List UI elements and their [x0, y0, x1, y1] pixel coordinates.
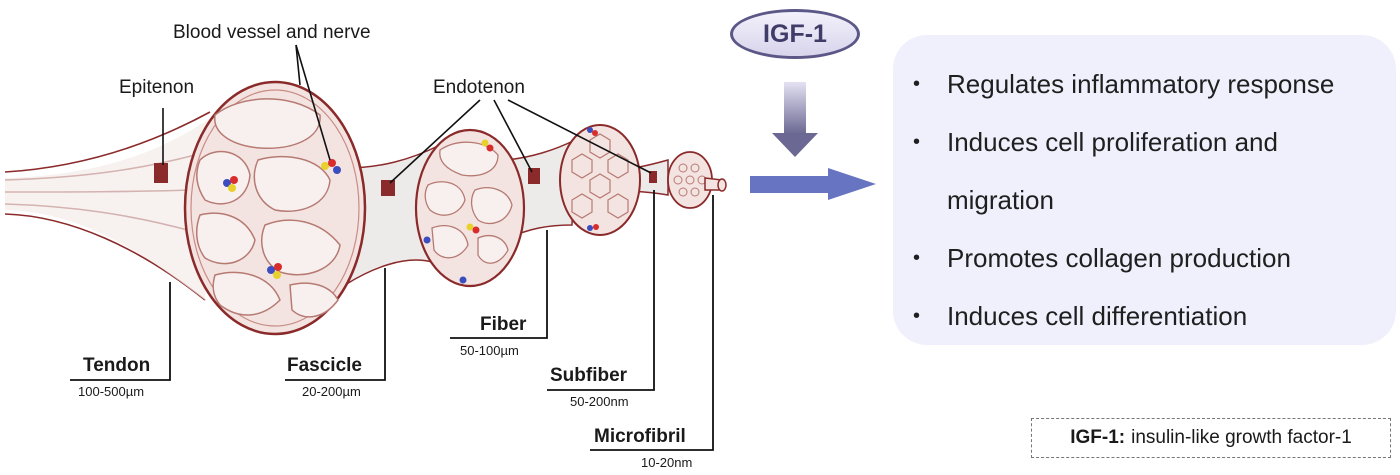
- abbreviation-term: IGF-1:: [1070, 427, 1126, 448]
- effect-text: Promotes collagen production: [947, 243, 1291, 273]
- effect-item: • Regulates inflammatory response: [913, 55, 1382, 113]
- effects-list: • Regulates inflammatory response • Induce…: [913, 55, 1382, 345]
- level-size-fascicle: 20-200µm: [302, 384, 361, 399]
- level-name-subfiber: Subfiber: [550, 365, 628, 386]
- abbreviation-definition: insulin-like growth factor-1: [1131, 427, 1352, 448]
- igf-1-badge: IGF-1: [730, 9, 860, 59]
- bullet-icon: •: [913, 247, 921, 269]
- level-name-microfibril: Microfibril: [594, 426, 686, 447]
- igf-down-arrow-head: [772, 133, 818, 157]
- cell-clusters: [223, 127, 599, 284]
- label-epitenon: Epitenon: [119, 77, 195, 98]
- effect-text: Induces cell differentiation: [947, 301, 1248, 331]
- bullet-icon: •: [913, 131, 921, 153]
- tendon-cross-section: [183, 80, 367, 336]
- bullet-icon: •: [913, 305, 921, 327]
- level-name-fiber: Fiber: [480, 314, 527, 335]
- right-arrow-shaft: [750, 176, 832, 193]
- tendon-sheath: [5, 118, 210, 300]
- level-size-microfibril: 10-20nm: [641, 455, 693, 470]
- effect-item: • Induces cell proliferation and migratio…: [913, 113, 1382, 229]
- effect-text: Regulates inflammatory response: [947, 69, 1335, 99]
- level-size-subfiber: 50-200nm: [570, 394, 629, 409]
- fiber-cross-section: [559, 124, 641, 236]
- level-name-fascicle: Fascicle: [287, 355, 362, 376]
- right-arrow-head: [828, 168, 876, 200]
- level-size-fiber: 50-100µm: [460, 343, 519, 358]
- subfiber-cross-section: [667, 151, 727, 209]
- callout-pointers: [162, 44, 652, 184]
- level-leaders: [70, 190, 714, 451]
- igf-down-arrow-shaft: [784, 82, 806, 134]
- igf-effects-panel: • Regulates inflammatory response • Induce…: [893, 35, 1396, 345]
- level-name-tendon: Tendon: [83, 355, 151, 376]
- level-size-tendon: 100-500µm: [78, 384, 145, 399]
- effect-item: • Promotes collagen production: [913, 229, 1382, 287]
- abbreviation-note: IGF-1: insulin-like growth factor-1: [1031, 418, 1391, 458]
- fascicle-cross-section: [414, 128, 526, 288]
- label-blood-vessel: Blood vessel and nerve: [173, 22, 371, 43]
- bullet-icon: •: [913, 73, 921, 95]
- tissue-markers: [154, 163, 657, 196]
- label-endotenon: Endotenon: [433, 77, 525, 98]
- effect-item: • Induces cell differentiation: [913, 287, 1382, 345]
- effect-text: Induces cell proliferation and migration: [947, 127, 1278, 215]
